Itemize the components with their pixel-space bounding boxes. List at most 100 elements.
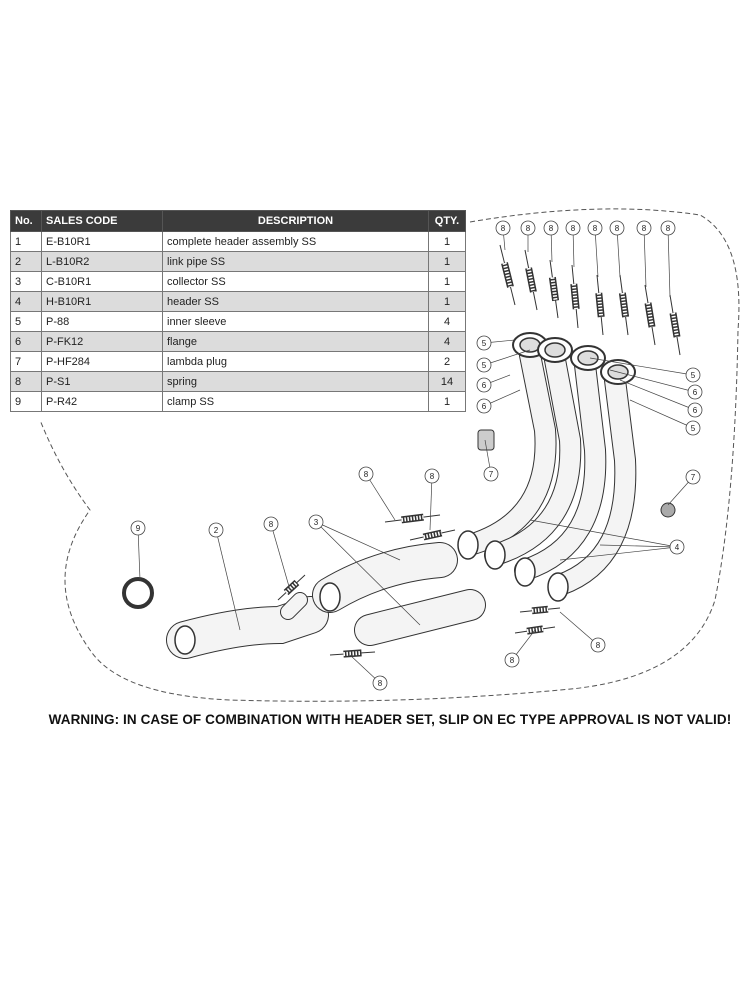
cell-description: spring — [162, 371, 429, 392]
inner-sleeve — [519, 337, 541, 353]
cell-description: lambda plug — [162, 351, 429, 372]
cell-sales-code: P-S1 — [41, 371, 163, 392]
cell-description: clamp SS — [162, 391, 429, 412]
spring — [570, 264, 580, 329]
callout-number: 8 — [501, 224, 506, 233]
callout-number: 6 — [693, 388, 698, 397]
callout-8: 8 — [543, 220, 559, 236]
leader-line — [483, 349, 531, 366]
cell-qty: 1 — [428, 271, 466, 292]
callout-number: 6 — [482, 402, 487, 411]
cell-description: header SS — [162, 291, 429, 312]
callout-5: 5 — [476, 335, 492, 351]
pipe-fill — [460, 345, 556, 555]
callout-number: 8 — [430, 472, 435, 481]
cell-description: collector SS — [162, 271, 429, 292]
leader-line — [629, 399, 694, 429]
pipe-fill — [515, 355, 606, 580]
cell-qty: 1 — [428, 251, 466, 272]
leader-line — [137, 527, 141, 581]
leader-line — [594, 227, 599, 278]
spring — [524, 249, 538, 311]
leader-lines — [137, 227, 696, 684]
leader-line — [589, 357, 694, 376]
leader-line — [559, 611, 599, 646]
leader-line — [643, 227, 647, 288]
callout-5: 5 — [476, 357, 492, 373]
pipe-fill — [281, 593, 307, 619]
callout-8: 8 — [590, 637, 606, 653]
callout-8: 8 — [520, 220, 536, 236]
cell-no: 8 — [10, 371, 42, 392]
callout-6: 6 — [687, 384, 703, 400]
pipe-opening — [514, 557, 536, 587]
callout-3: 3 — [308, 514, 324, 530]
callout-number: 8 — [269, 520, 274, 529]
callout-number: 7 — [691, 473, 696, 482]
leader-line — [667, 227, 671, 298]
callout-number: 8 — [615, 224, 620, 233]
springs — [277, 244, 681, 658]
cell-qty: 1 — [428, 231, 466, 252]
callout-8: 8 — [565, 220, 581, 236]
callout-number: 5 — [482, 361, 487, 370]
cell-description: link pipe SS — [162, 251, 429, 272]
pipe-opening — [484, 540, 506, 570]
warning-text: WARNING: IN CASE OF COMBINATION WITH HEA… — [48, 712, 732, 727]
callout-number: 8 — [364, 470, 369, 479]
callout-number: 3 — [314, 518, 319, 527]
inner-sleeve — [544, 342, 566, 358]
cell-description: flange — [162, 331, 429, 352]
leader-line — [215, 529, 241, 631]
leader-line — [599, 544, 678, 548]
cell-no: 7 — [10, 351, 42, 372]
spring — [669, 294, 681, 356]
callout-number: 5 — [691, 424, 696, 433]
col-description: DESCRIPTION — [162, 210, 429, 232]
cell-no: 6 — [10, 331, 42, 352]
cell-sales-code: P-FK12 — [41, 331, 163, 352]
pipe-opening — [547, 572, 569, 602]
pipe-fill — [485, 350, 581, 565]
callout-number: 8 — [549, 224, 554, 233]
cell-sales-code: H-B10R1 — [41, 291, 163, 312]
callout-8: 8 — [424, 468, 440, 484]
callout-8: 8 — [504, 652, 520, 668]
spring — [499, 244, 516, 306]
cell-no: 2 — [10, 251, 42, 272]
pipe-opening — [174, 625, 196, 655]
pipes — [122, 332, 676, 659]
cell-sales-code: P-88 — [41, 311, 163, 332]
leader-line — [315, 521, 401, 561]
callout-number: 8 — [596, 641, 601, 650]
spring — [644, 284, 656, 346]
leader-line — [616, 227, 621, 278]
callout-6: 6 — [476, 377, 492, 393]
callout-5: 5 — [685, 367, 701, 383]
callout-7: 7 — [685, 469, 701, 485]
pipe-fill — [167, 597, 328, 658]
callout-number: 8 — [510, 656, 515, 665]
cell-qty: 2 — [428, 351, 466, 372]
spring — [519, 605, 561, 615]
cell-description: complete header assembly SS — [162, 231, 429, 252]
callout-6: 6 — [476, 398, 492, 414]
cell-qty: 4 — [428, 311, 466, 332]
cell-qty: 14 — [428, 371, 466, 392]
callout-2: 2 — [208, 522, 224, 538]
cell-no: 9 — [10, 391, 42, 412]
callout-number: 2 — [214, 526, 219, 535]
callout-number: 6 — [693, 406, 698, 415]
spring — [277, 574, 306, 601]
table-header: No. SALES CODE DESCRIPTION QTY. — [10, 210, 466, 232]
